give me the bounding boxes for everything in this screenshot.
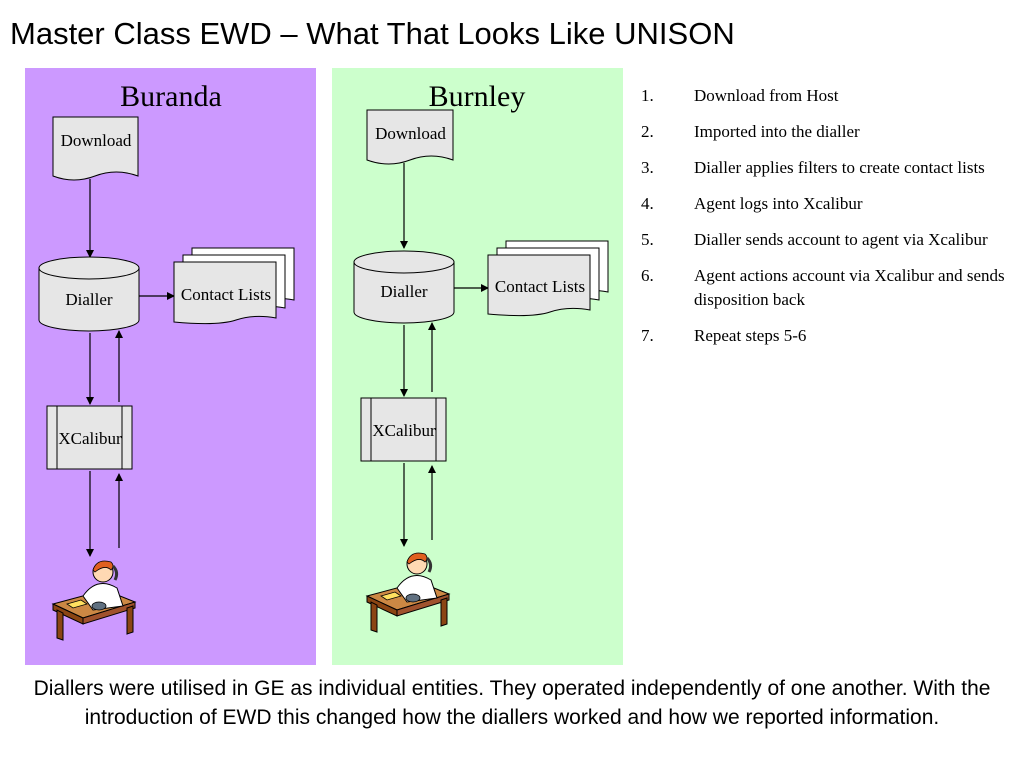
step-number: 2. — [641, 122, 654, 141]
burnley-download-shape — [366, 109, 454, 165]
step-number: 3. — [641, 158, 654, 177]
xcalibur-label: XCalibur — [58, 429, 122, 448]
contact-lists-label: Contact Lists — [494, 277, 586, 296]
burnley-panel — [332, 68, 623, 665]
xcalibur-label: XCalibur — [372, 421, 436, 440]
contact-lists-label: Contact Lists — [180, 285, 272, 304]
step-number: 5. — [641, 230, 654, 249]
dialler-label: Dialler — [65, 290, 113, 309]
list-item: 5. Dialler sends account to agent via Xca… — [641, 228, 1011, 252]
slide-title: Master Class EWD – What That Looks Like … — [10, 16, 735, 51]
agent-at-desk-icon — [51, 559, 137, 642]
list-item: 3. Dialler applies filters to create cont… — [641, 156, 1011, 180]
list-item: 7. Repeat steps 5-6 — [641, 324, 1011, 348]
step-text: Dialler applies filters to create contac… — [694, 158, 985, 177]
step-text: Download from Host — [694, 86, 839, 105]
steps-list: 1. Download from Host 2. Imported into the… — [641, 84, 1011, 360]
slide-caption: Diallers were utilised in GE as individu… — [33, 677, 991, 729]
buranda-xcalibur-shape — [46, 405, 133, 470]
burnley-contact-lists-shape — [487, 240, 609, 317]
list-item: 1. Download from Host — [641, 84, 1011, 108]
step-number: 6. — [641, 266, 654, 285]
buranda-dialler-shape — [38, 256, 140, 332]
download-label: Download — [375, 124, 446, 143]
burnley-dialler-shape — [353, 250, 455, 324]
step-text: Agent logs into Xcalibur — [694, 194, 863, 213]
agent-at-desk-icon — [365, 551, 451, 634]
buranda-download-shape — [52, 116, 139, 181]
list-item: 4. Agent logs into Xcalibur — [641, 192, 1011, 216]
step-number: 4. — [641, 194, 654, 213]
step-text: Imported into the dialler — [694, 122, 860, 141]
download-label: Download — [60, 131, 132, 150]
list-item: 2. Imported into the dialler — [641, 120, 1011, 144]
buranda-contact-lists-shape — [173, 247, 295, 325]
step-text: Agent actions account via Xcalibur and s… — [694, 266, 1005, 309]
buranda-title: Buranda — [120, 80, 222, 113]
step-text: Dialler sends account to agent via Xcali… — [694, 230, 988, 249]
dialler-label: Dialler — [380, 282, 428, 301]
list-item: 6. Agent actions account via Xcalibur and… — [641, 264, 1011, 312]
step-text: Repeat steps 5-6 — [694, 326, 807, 345]
step-number: 1. — [641, 86, 654, 105]
step-number: 7. — [641, 326, 654, 345]
burnley-title: Burnley — [428, 80, 526, 113]
burnley-xcalibur-shape — [360, 397, 447, 462]
